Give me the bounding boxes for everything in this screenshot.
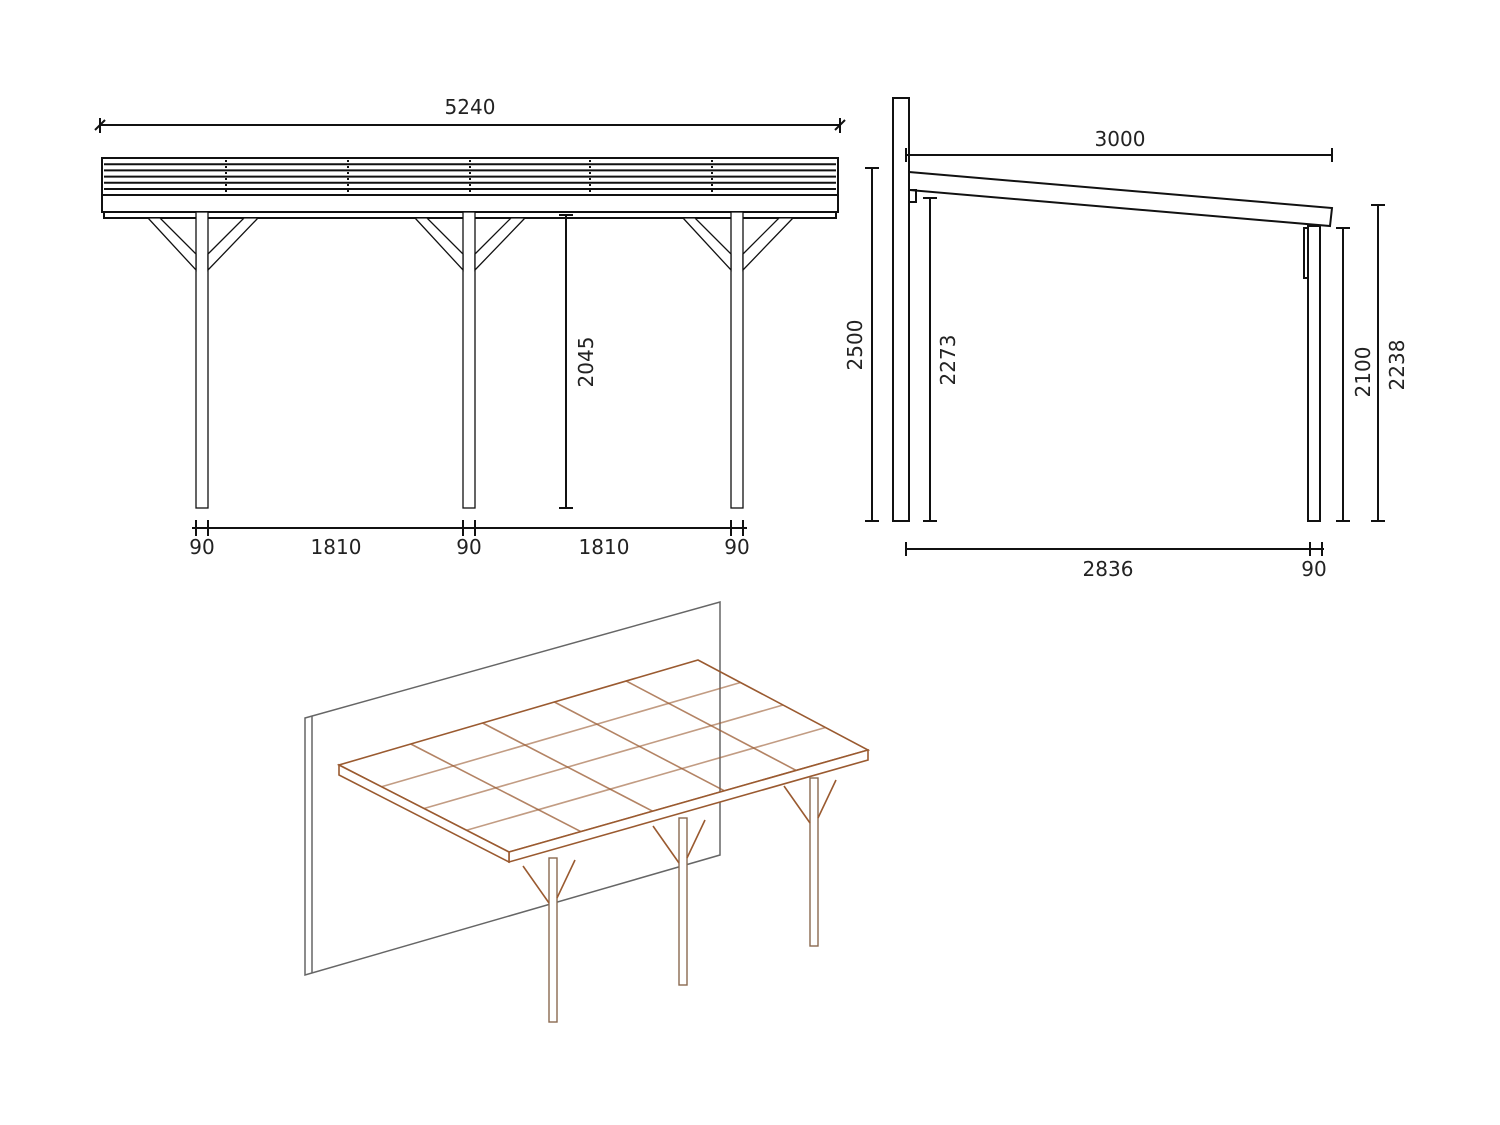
dim-label-2273: 2273 xyxy=(936,335,960,386)
iso-post xyxy=(809,777,819,947)
dim-label-post-2: 90 xyxy=(456,535,481,559)
dim-label-2045: 2045 xyxy=(574,337,598,388)
brace-right xyxy=(474,217,527,272)
dimension-inner-height: 2273 xyxy=(923,197,960,522)
dimension-bottom: 90 1810 90 1810 90 xyxy=(189,520,750,559)
purlin xyxy=(466,726,826,832)
iso-roof xyxy=(336,659,871,864)
dimension-overall-width: 5240 xyxy=(94,95,846,133)
purlin xyxy=(423,704,784,810)
post xyxy=(730,211,744,509)
front-posts xyxy=(146,211,795,509)
post-brace-side xyxy=(1303,227,1309,279)
brace-left xyxy=(681,217,732,272)
dimension-front-height: 2238 xyxy=(1371,204,1409,522)
roof-side xyxy=(908,170,1334,228)
dim-label-2500: 2500 xyxy=(843,320,867,371)
iso-brace xyxy=(817,779,837,819)
dimension-post-spacing: 2836 90 xyxy=(905,542,1327,581)
brace-left xyxy=(146,217,197,272)
house-wall xyxy=(304,601,721,976)
side-view: 3000 2500 2273 2100 2238 2836 90 xyxy=(843,97,1409,581)
iso-posts xyxy=(522,777,837,1023)
side-fascia xyxy=(338,763,510,864)
dimension-wall-height: 2500 xyxy=(843,167,879,522)
dim-label-90: 90 xyxy=(1301,557,1326,581)
brace-left xyxy=(413,217,464,272)
dim-label-2238: 2238 xyxy=(1385,340,1409,391)
iso-brace xyxy=(686,819,706,859)
brace-right xyxy=(742,217,795,272)
dim-label-2100: 2100 xyxy=(1351,347,1375,398)
front-view: 5240 2045 90 1810 90 1810 90 xyxy=(94,95,846,559)
roof-slats xyxy=(101,157,839,196)
post xyxy=(195,211,209,509)
dim-label-post-3: 90 xyxy=(724,535,749,559)
iso-brace xyxy=(556,859,576,899)
wall-ledger xyxy=(908,189,917,203)
roof-beam xyxy=(101,194,839,213)
iso-brace xyxy=(522,865,550,904)
iso-brace xyxy=(783,785,811,824)
dimension-roof-depth: 3000 xyxy=(905,127,1333,162)
dim-label-2836: 2836 xyxy=(1083,557,1134,581)
dim-label-span-2: 1810 xyxy=(579,535,630,559)
wall-section xyxy=(892,97,910,522)
dim-label-post-1: 90 xyxy=(189,535,214,559)
purlin xyxy=(381,681,741,788)
brace-right xyxy=(207,217,260,272)
dimension-post-height: 2045 xyxy=(559,214,598,509)
dimension-post-clear-height: 2100 xyxy=(1336,227,1375,522)
iso-brace xyxy=(652,825,680,864)
dim-label-5240: 5240 xyxy=(445,95,496,119)
iso-post xyxy=(678,817,688,986)
iso-post xyxy=(548,857,558,1023)
rear-post xyxy=(1307,225,1321,522)
dim-label-3000: 3000 xyxy=(1095,127,1146,151)
dim-label-span-1: 1810 xyxy=(311,535,362,559)
isometric-view xyxy=(304,601,871,1023)
post xyxy=(462,211,476,509)
